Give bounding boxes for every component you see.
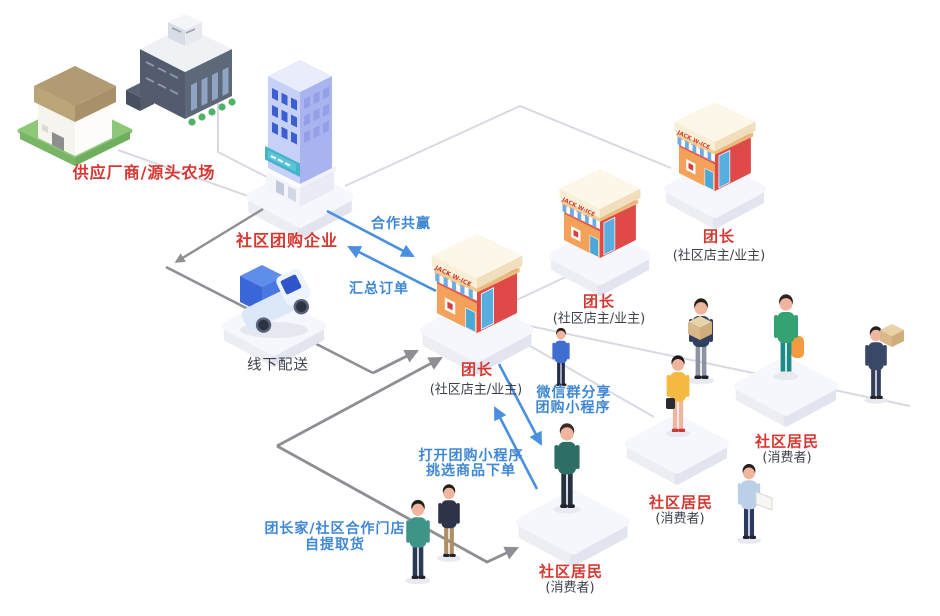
line-farm-company: [117, 149, 263, 202]
person-courier-left: [688, 298, 714, 385]
flow-share-label-line2: 团购小程序: [535, 400, 611, 416]
platform-resident-far: [738, 360, 834, 424]
person-reading-woman: [736, 463, 773, 544]
leader-top-sublabel: (社区店主/业主): [672, 248, 766, 264]
arrow-orders: [347, 245, 437, 293]
flow-pickup-label-line1: 团长家/社区合作门店: [264, 521, 406, 537]
leader-mid-sublabel: (社区店主/业主): [552, 311, 646, 327]
person-resident-right: [665, 355, 691, 438]
delivery-truck-illustration: [240, 265, 311, 338]
flow-orders-label: 汇总订单: [349, 281, 409, 297]
resident-far-label: 社区居民: [754, 432, 820, 451]
person-share-woman: [551, 327, 571, 390]
arrow-open-app: [493, 406, 539, 490]
flow-open-app-label-line1: 打开团购小程序: [418, 448, 524, 464]
company-building-illustration: [264, 60, 336, 206]
leader-top-label: 团长: [702, 227, 736, 246]
arrow-cooperation: [326, 209, 415, 258]
person-resident-far: [773, 294, 804, 381]
resident-far-sublabel: (消费者): [762, 450, 812, 466]
gray-flow-arrows: [174, 207, 519, 564]
person-courier-right: [864, 324, 904, 404]
company-label: 社区团购企业: [235, 231, 339, 250]
leader-main-sublabel: (社区店主/业主): [429, 382, 523, 398]
blue-flow-arrows: [326, 209, 543, 490]
person-pickup-man: [405, 499, 431, 585]
factory-bushes: [188, 98, 236, 126]
leader-main-label: 团长: [460, 360, 494, 379]
line-company-leader-top: [344, 104, 672, 187]
supplier-label: 供应厂商/源头农场: [72, 163, 216, 182]
flow-pickup-label-line2: 自提取货: [305, 537, 365, 553]
flow-share-label-line1: 微信群分享: [536, 385, 612, 401]
arrow-share: [497, 363, 543, 446]
factory-illustration: [126, 14, 236, 126]
arrow-company-junction: [174, 207, 264, 264]
flow-cooperation-label: 合作共赢: [371, 216, 431, 232]
flow-open-app-label-line2: 挑选商品下单: [426, 463, 516, 479]
resident-right-sublabel: (消费者): [655, 511, 705, 527]
line-store-resident-far: [505, 320, 911, 407]
delivery-label: 线下配送: [247, 357, 309, 374]
person-pickup-woman: [437, 484, 461, 562]
resident-center-sublabel: (消费者): [545, 580, 595, 596]
arrow-pickup-resident: [276, 444, 519, 564]
arrow-pickup-store: [276, 356, 443, 448]
leader-mid-label: 团长: [582, 292, 616, 311]
arrow-truck-store: [372, 349, 419, 375]
resident-right-label: 社区居民: [648, 493, 714, 512]
farm-illustration: [17, 66, 133, 166]
resident-center-label: 社区居民: [538, 562, 604, 581]
